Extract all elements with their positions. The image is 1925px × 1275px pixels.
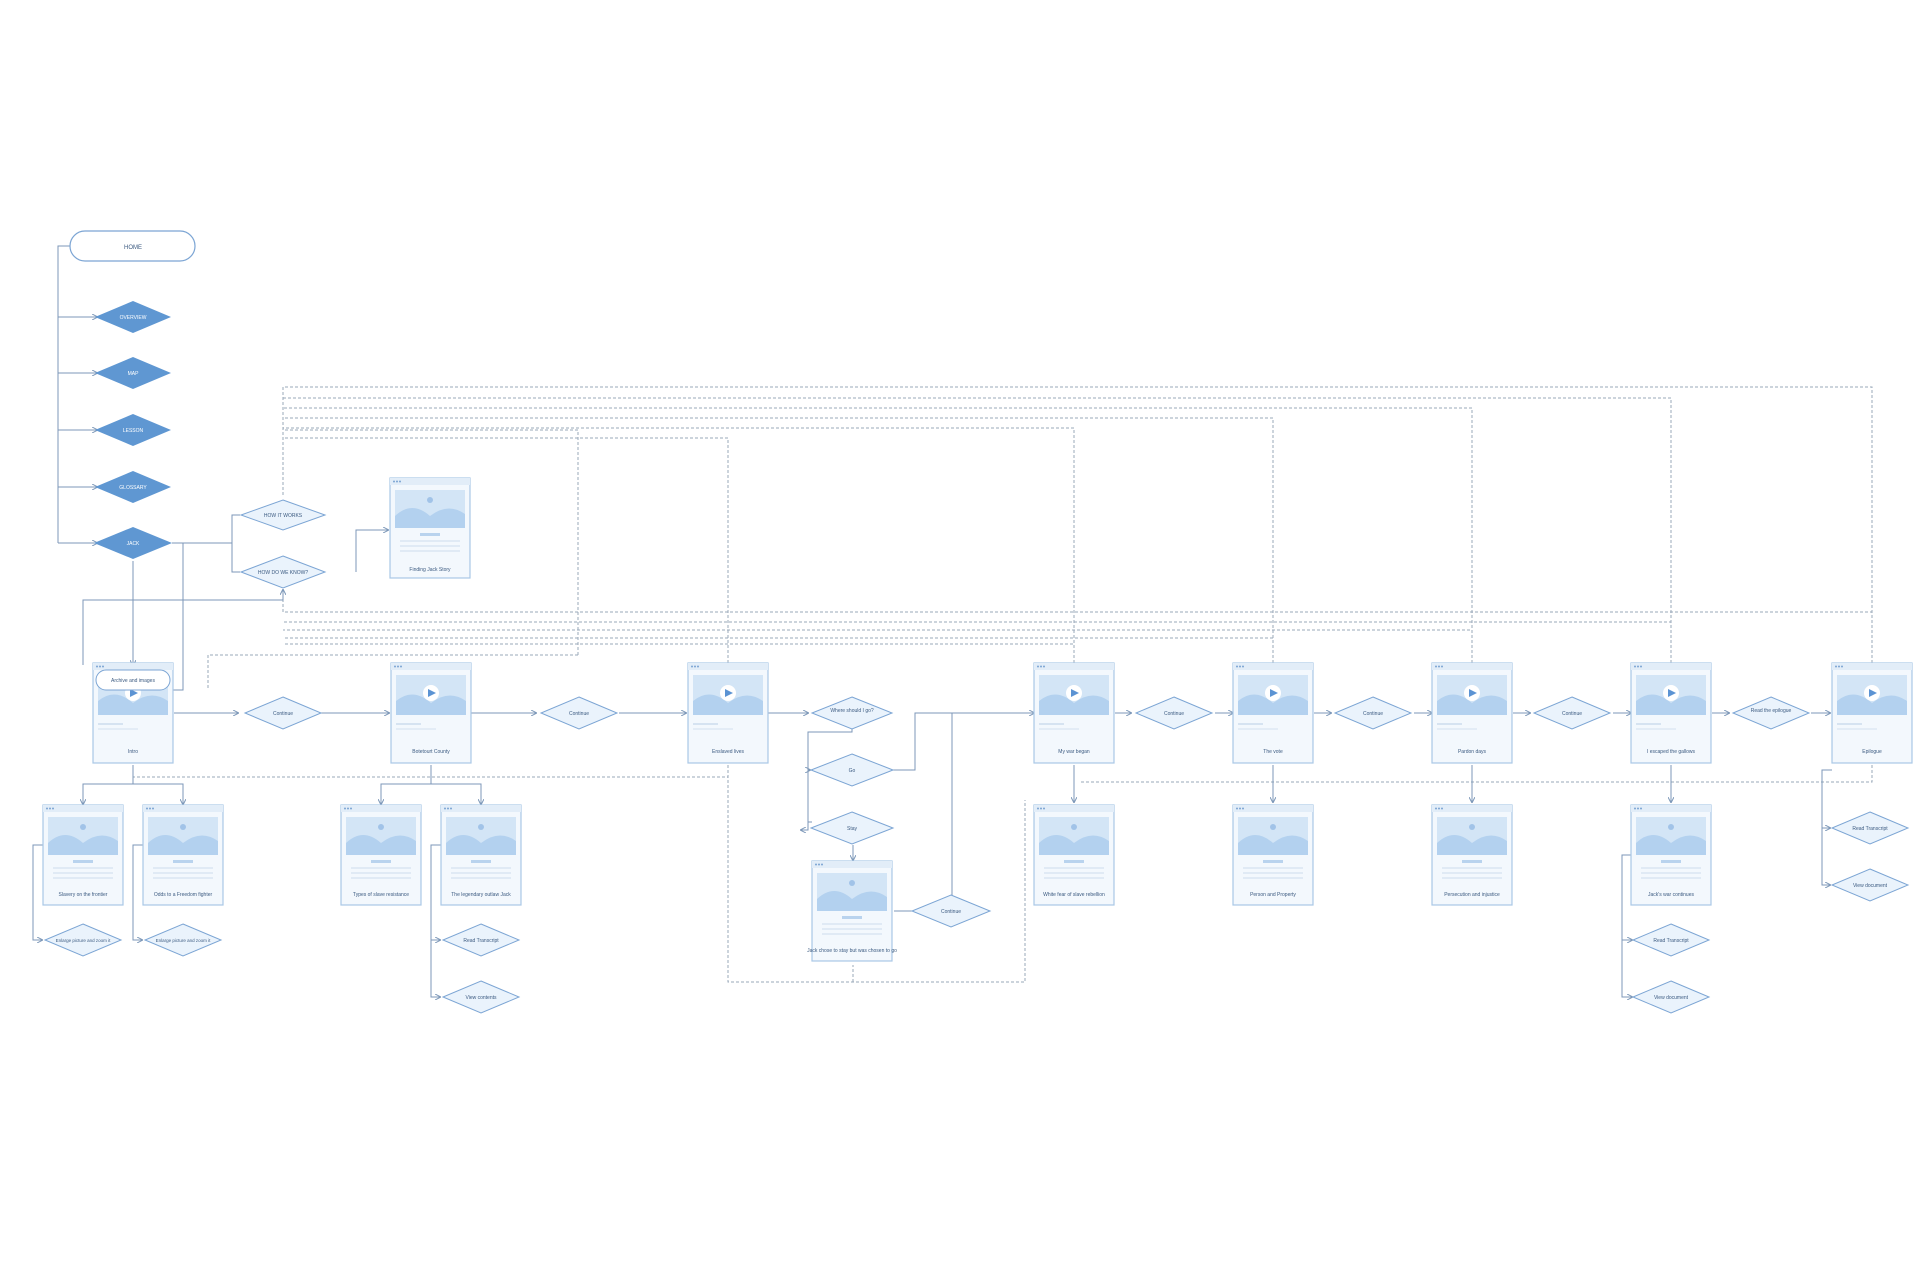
view-document-decision-2[interactable]: View document (1830, 868, 1910, 902)
view-document-decision-1[interactable]: View document (1631, 980, 1711, 1014)
svg-text:HOW DO WE KNOW?: HOW DO WE KNOW? (258, 570, 308, 576)
svg-text:The legendary outlaw Jack: The legendary outlaw Jack (451, 892, 511, 898)
card-slave-resistance[interactable]: Types of slave resistance (340, 804, 422, 906)
svg-text:Continue: Continue (1363, 711, 1383, 717)
svg-text:My war began: My war began (1058, 749, 1090, 755)
enlarge-decision-1[interactable]: Enlarge picture and zoom it (43, 923, 123, 957)
svg-text:Jack's war continues: Jack's war continues (1648, 892, 1694, 898)
dashed-return-lines (133, 386, 1873, 983)
svg-text:LESSON: LESSON (123, 428, 144, 434)
read-transcript-decision-2[interactable]: Read Transcript (1631, 923, 1711, 957)
svg-text:Jack chose to stay but was cho: Jack chose to stay but was chosen to go (807, 948, 897, 954)
svg-text:HOME: HOME (124, 245, 142, 251)
continue-decision-5[interactable]: Continue (1333, 696, 1413, 730)
nav-lesson-node[interactable]: LESSON (95, 414, 171, 446)
svg-text:OVERVIEW: OVERVIEW (120, 315, 147, 321)
svg-text:GLOSSARY: GLOSSARY (119, 485, 147, 491)
svg-text:Persecution and injustice: Persecution and injustice (1444, 892, 1500, 898)
svg-text:Slavery on the frontier: Slavery on the frontier (59, 892, 108, 898)
nav-glossary-node[interactable]: GLOSSARY (95, 471, 171, 503)
svg-text:View document: View document (1853, 883, 1888, 889)
svg-text:View document: View document (1654, 995, 1689, 1001)
continue-decision-2[interactable]: Continue (539, 696, 619, 730)
screen-enslaved-lives[interactable]: Enslaved lives (687, 662, 769, 764)
card-person-property[interactable]: Person and Property (1232, 804, 1314, 906)
screen-epilogue[interactable]: Epilogue (1831, 662, 1913, 764)
nav-overview-node[interactable]: OVERVIEW (95, 301, 171, 333)
card-white-fear[interactable]: White fear of slave rebellion (1033, 804, 1115, 906)
svg-text:Intro: Intro (128, 749, 138, 755)
stay-outcome-screen[interactable]: Jack chose to stay but was chosen to go (807, 860, 897, 962)
svg-text:JACK: JACK (127, 541, 140, 547)
screen-botetourt-county[interactable]: Botetourt County (390, 662, 472, 764)
svg-text:Stay: Stay (847, 826, 858, 832)
stay-decision[interactable]: Stay (809, 811, 895, 845)
svg-text:Finding Jack Story: Finding Jack Story (409, 567, 451, 573)
view-contents-decision[interactable]: View contents (441, 980, 521, 1014)
home-node[interactable]: HOME (69, 230, 196, 262)
svg-text:Epilogue: Epilogue (1862, 749, 1882, 755)
svg-text:Continue: Continue (941, 909, 961, 915)
read-epilogue-decision[interactable]: Read the epilogue (1731, 696, 1811, 730)
go-decision[interactable]: Go (809, 753, 895, 787)
svg-text:Enslaved lives: Enslaved lives (712, 749, 744, 755)
svg-text:Enlarge picture and zoom it: Enlarge picture and zoom it (156, 938, 212, 943)
how-do-we-know-node[interactable]: HOW DO WE KNOW? (239, 555, 327, 589)
nav-jack-node[interactable]: JACK (94, 527, 172, 559)
solid-connectors (32, 245, 1832, 997)
svg-text:Read Transcript: Read Transcript (1852, 826, 1888, 832)
svg-text:Types of slave resistance: Types of slave resistance (353, 892, 409, 898)
screen-escaped-gallows[interactable]: I escaped the gallows (1630, 662, 1712, 764)
screen-intro[interactable]: Intro (92, 662, 174, 764)
svg-text:Odds to a Freedom fighter: Odds to a Freedom fighter (154, 892, 213, 898)
svg-text:Go: Go (849, 768, 856, 774)
svg-text:HOW IT WORKS: HOW IT WORKS (264, 513, 303, 519)
card-persecution-injustice[interactable]: Persecution and injustice (1431, 804, 1513, 906)
svg-text:Archive and images: Archive and images (111, 678, 155, 684)
finding-story-screen[interactable]: Finding Jack Story (389, 477, 471, 579)
svg-text:Continue: Continue (1164, 711, 1184, 717)
enlarge-decision-2[interactable]: Enlarge picture and zoom it (143, 923, 223, 957)
svg-text:The vote: The vote (1263, 749, 1283, 755)
svg-text:Continue: Continue (273, 711, 293, 717)
svg-text:Read Transcript: Read Transcript (1653, 938, 1689, 944)
svg-text:MAP: MAP (128, 371, 140, 377)
svg-text:Person and Property: Person and Property (1250, 892, 1296, 898)
nav-map-node[interactable]: MAP (95, 357, 171, 389)
screen-the-vote[interactable]: The vote (1232, 662, 1314, 764)
svg-text:Enlarge picture and zoom it: Enlarge picture and zoom it (56, 938, 112, 943)
card-odds-freedom-fighter[interactable]: Odds to a Freedom fighter (142, 804, 224, 906)
read-transcript-decision-1[interactable]: Read Transcript (441, 923, 521, 957)
how-it-works-node[interactable]: HOW IT WORKS (239, 499, 327, 531)
svg-text:I escaped the gallows: I escaped the gallows (1647, 749, 1696, 755)
svg-text:Continue: Continue (569, 711, 589, 717)
screen-pardon-days[interactable]: Pardon days (1431, 662, 1513, 764)
card-jacks-war-continues[interactable]: Jack's war continues (1630, 804, 1712, 906)
read-transcript-decision-3[interactable]: Read Transcript (1830, 811, 1910, 845)
svg-text:White fear of slave rebellion: White fear of slave rebellion (1043, 892, 1105, 898)
svg-text:Continue: Continue (1562, 711, 1582, 717)
continue-decision-4[interactable]: Continue (1134, 696, 1214, 730)
svg-text:Botetourt County: Botetourt County (412, 749, 450, 755)
svg-text:Read Transcript: Read Transcript (463, 938, 499, 944)
archive-images-pill[interactable]: Archive and images (95, 669, 171, 691)
svg-text:View contents: View contents (465, 995, 497, 1001)
screen-my-war-began[interactable]: My war began (1033, 662, 1115, 764)
where-should-go-decision[interactable]: Where should I go? (810, 696, 894, 730)
continue-decision-6[interactable]: Continue (1532, 696, 1612, 730)
svg-text:Where should I go?: Where should I go? (830, 708, 874, 714)
svg-text:Pardon days: Pardon days (1458, 749, 1487, 755)
continue-decision-3[interactable]: Continue (910, 894, 992, 928)
card-legendary-outlaw[interactable]: The legendary outlaw Jack (440, 804, 522, 906)
continue-decision-1[interactable]: Continue (243, 696, 323, 730)
card-slavery-frontier[interactable]: Slavery on the frontier (42, 804, 124, 906)
svg-text:Read the epilogue: Read the epilogue (1751, 708, 1792, 714)
